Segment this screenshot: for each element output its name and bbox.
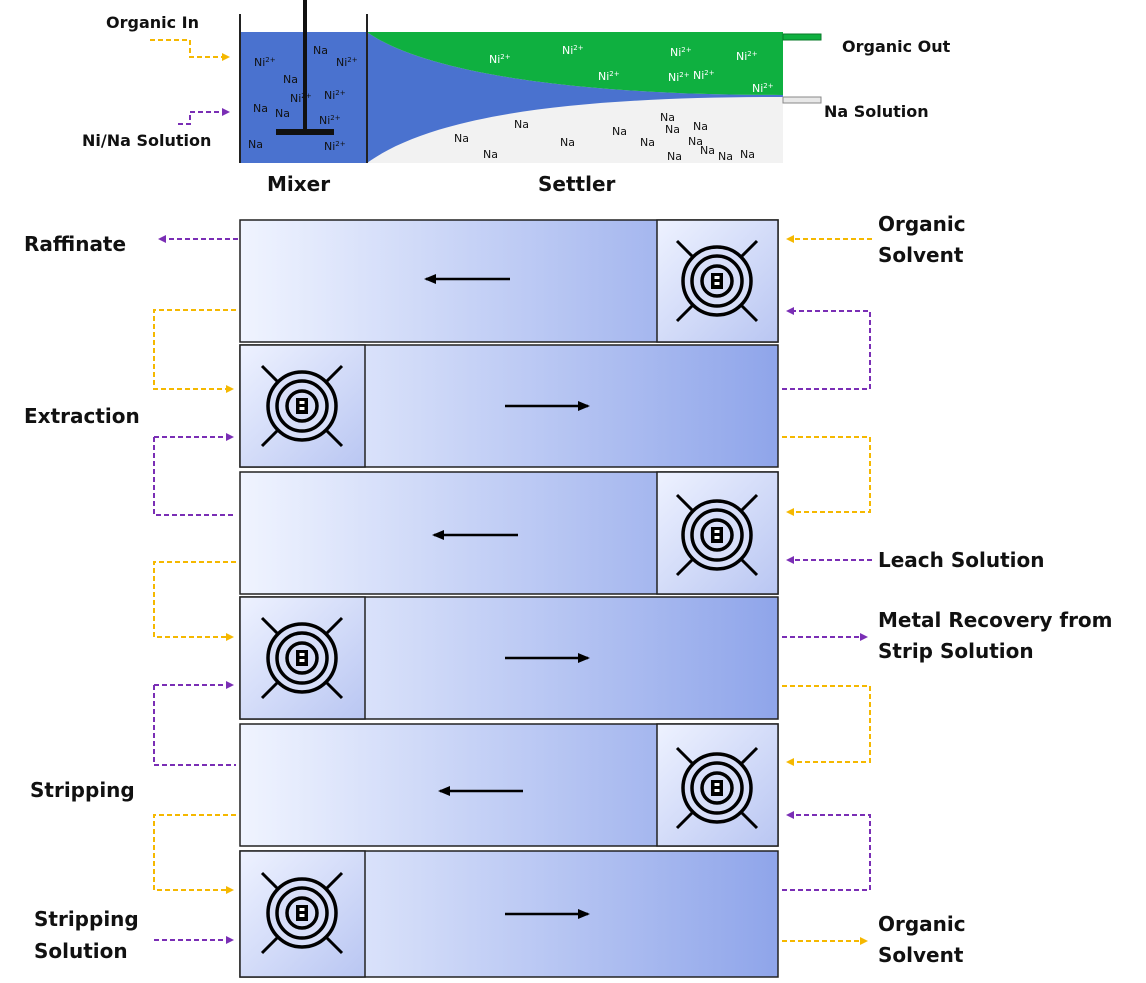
mixer-impeller-icon — [675, 493, 759, 577]
ion-ni: Ni2+ — [324, 140, 346, 153]
ion-na: Na — [313, 44, 328, 57]
organic-stream-1-2 — [153, 309, 236, 393]
mixer-impeller-icon — [260, 871, 344, 955]
ion-na: Na — [640, 136, 655, 149]
raffinate-label: Raffinate — [24, 232, 126, 256]
organic-stream-2-3 — [782, 436, 871, 516]
extraction-label: Extraction — [24, 404, 140, 428]
ion-na: Na — [693, 120, 708, 133]
ion-na: Na — [667, 150, 682, 163]
organic-solvent-top-label-2: Solvent — [878, 243, 964, 267]
ion-ni: Ni2+ — [319, 114, 341, 127]
stripping-label: Stripping — [30, 778, 135, 802]
mixer-impeller-icon — [260, 364, 344, 448]
mixer-impeller-icon — [260, 616, 344, 700]
ion-na: Na — [283, 73, 298, 86]
ion-na: Na — [483, 148, 498, 161]
mixer-compartment — [239, 344, 366, 468]
organic-solvent-bottom-label-2: Solvent — [878, 943, 964, 967]
stage-extraction-3 — [239, 471, 779, 595]
ni-na-solution-label: Ni/Na Solution — [82, 131, 211, 150]
ion-na: Na — [454, 132, 469, 145]
stripping-solution-label-1: Stripping — [34, 907, 139, 931]
aqueous-ions: Na Na Na Na Na Na Na Na Na Na Na Na Na N… — [454, 111, 755, 163]
mixer-compartment — [656, 219, 779, 343]
organic-ions: Ni2+ Ni2+ Ni2+ Ni2+ Ni2+ Ni2+ Ni2+ Ni2+ — [489, 44, 774, 95]
ion-na: Na — [514, 118, 529, 131]
ion-ni: Ni2+ — [736, 50, 758, 63]
organic-out-pipe — [782, 33, 822, 41]
ni-na-solution-stream — [178, 108, 230, 125]
settler-organic-phase — [367, 32, 783, 95]
organic-solvent-top-label-1: Organic — [878, 212, 966, 236]
ion-na: Na — [665, 123, 680, 136]
ion-na: Na — [660, 111, 675, 124]
stage-extraction-2 — [239, 344, 779, 468]
na-solution-pipe — [782, 96, 822, 104]
ion-ni: Ni2+ — [336, 56, 358, 69]
ion-na: Na — [688, 135, 703, 148]
stage-stack — [239, 219, 779, 978]
ion-na: Na — [700, 144, 715, 157]
organic-in-label: Organic In — [106, 13, 199, 32]
mixer-impeller-icon — [675, 746, 759, 830]
agitator-shaft-icon — [276, 0, 334, 135]
ion-ni: Ni2+ — [670, 46, 692, 59]
ion-ni: Ni2+ — [324, 89, 346, 102]
ion-ni: Ni2+ — [598, 70, 620, 83]
leach-solution-label: Leach Solution — [878, 548, 1045, 572]
stream-connectors — [153, 235, 872, 945]
aqueous-stream-6-5 — [782, 811, 871, 891]
ion-na: Na — [275, 107, 290, 120]
mixer-label: Mixer — [267, 172, 330, 196]
ion-na: Na — [718, 150, 733, 163]
metal-recovery-label-1: Metal Recovery from — [878, 608, 1113, 632]
aqueous-stream-2-to-1 — [782, 307, 871, 390]
stage-stripping-3 — [239, 850, 779, 978]
stage-stripping-2 — [239, 723, 779, 847]
aqueous-stream-5-4 — [153, 685, 236, 766]
ion-ni: Ni2+ — [693, 69, 715, 82]
metal-recovery-label-2: Strip Solution — [878, 639, 1034, 663]
ion-na: Na — [248, 138, 263, 151]
organic-stream-5-6 — [153, 814, 236, 894]
mixer-settler-unit: Na Ni2+ Ni2+ Na Ni2+ Ni2+ Na Na Ni2+ Na … — [82, 0, 951, 196]
mixer-impeller-icon — [675, 239, 759, 323]
organic-in-stream — [150, 39, 230, 61]
na-solution-label: Na Solution — [824, 102, 929, 121]
ion-ni: Ni2+ — [668, 71, 690, 84]
stage-extraction-1 — [239, 219, 779, 343]
ion-na: Na — [560, 136, 575, 149]
ion-na: Na — [612, 125, 627, 138]
organic-stream-3-4 — [153, 561, 236, 641]
mixer-ions: Na Ni2+ Ni2+ Na Ni2+ Ni2+ Na Na Ni2+ Na … — [248, 44, 358, 153]
ion-na: Na — [740, 148, 755, 161]
side-labels: Raffinate Extraction Stripping Stripping… — [24, 212, 1113, 967]
organic-stream-4-5 — [782, 685, 871, 766]
aqueous-stream-3-2 — [153, 437, 236, 516]
organic-solvent-bottom-label-1: Organic — [878, 912, 966, 936]
ion-ni: Ni2+ — [752, 82, 774, 95]
settler-dispersion-band — [367, 32, 783, 163]
ion-ni: Ni2+ — [489, 53, 511, 66]
ion-ni: Ni2+ — [254, 56, 276, 69]
organic-out-label: Organic Out — [842, 37, 951, 56]
ion-ni: Ni2+ — [562, 44, 584, 57]
ion-ni: Ni2+ — [290, 92, 312, 105]
stripping-solution-label-2: Solution — [34, 939, 128, 963]
ion-na: Na — [253, 102, 268, 115]
stage-stripping-1 — [239, 596, 779, 720]
settler-label: Settler — [538, 172, 616, 196]
